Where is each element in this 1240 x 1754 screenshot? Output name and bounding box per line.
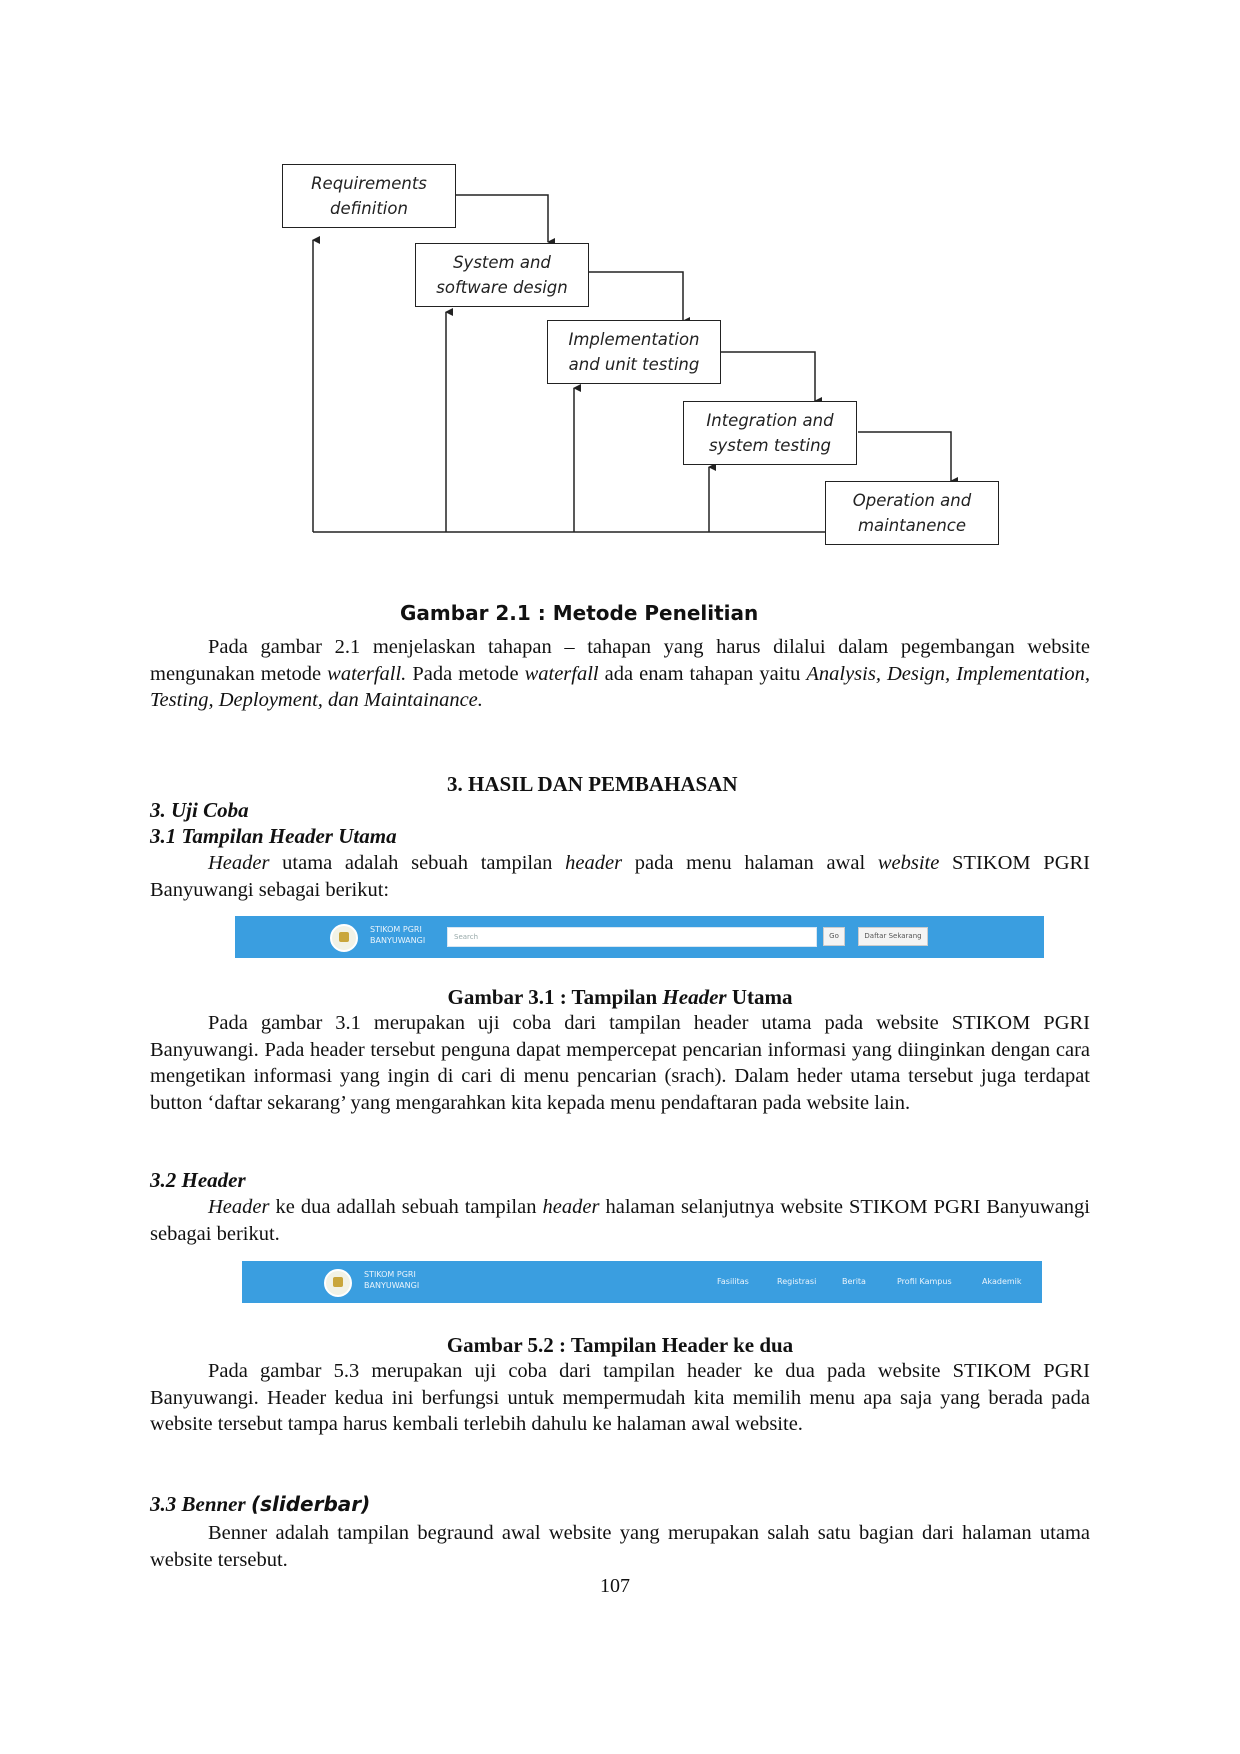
waterfall-step-integration: Integration and system testing [683,401,857,465]
figure-3-1-caption: Gambar 3.1 : Tampilan Header Utama [447,985,793,1009]
daftar-sekarang-button[interactable]: Daftar Sekarang [858,927,928,946]
nav-fasilitas[interactable]: Fasilitas [717,1277,749,1286]
subsection-header: 3.2 Header [150,1168,246,1192]
page-number: 107 [600,1575,630,1597]
figure-2-1-caption: Gambar 2.1 : Metode Penelitian [400,601,759,625]
paragraph-header-utama: Pada gambar 3.1 merupakan uji coba dari … [150,1012,1090,1114]
step-label: System and software design [436,253,568,297]
step-label: Implementation and unit testing [568,330,700,374]
header-kedua-screenshot: STIKOM PGRI BANYUWANGI Fasilitas Registr… [242,1261,1042,1303]
paragraph-benner: Benner adalah tampilan begraund awal web… [150,1522,1090,1571]
brand-name: STIKOM PGRI BANYUWANGI [370,925,426,945]
waterfall-step-implementation: Implementation and unit testing [547,320,721,384]
waterfall-step-requirements: Requirements definition [282,164,456,228]
paragraph-header-kedua-intro: Header ke dua adallah sebuah tampilan he… [150,1196,1090,1245]
step-label: Requirements definition [311,174,427,218]
nav-profil-kampus[interactable]: Profil Kampus [897,1277,952,1286]
subsection-header-utama: 3.1 Tampilan Header Utama [150,824,397,848]
logo-icon [330,924,358,952]
paragraph-header-kedua: Pada gambar 5.3 merupakan uji coba dari … [150,1360,1090,1435]
step-label: Operation and maintanence [852,491,972,535]
waterfall-step-operation: Operation and maintanence [825,481,999,545]
figure-5-2-caption: Gambar 5.2 : Tampilan Header ke dua [446,1333,794,1357]
go-button[interactable]: Go [823,927,845,946]
step-label: Integration and system testing [706,411,834,455]
nav-berita[interactable]: Berita [842,1277,866,1286]
waterfall-connectors [312,194,958,533]
section-title: 3. HASIL DAN PEMBAHASAN [447,772,738,796]
paragraph-header-utama-intro: Header utama adalah sebuah tampilan head… [150,852,1090,901]
logo-icon [324,1269,352,1297]
subsection-benner: 3.3 Benner (sliderbar) [150,1492,371,1516]
nav-akademik[interactable]: Akademik [982,1277,1022,1286]
header-utama-screenshot: STIKOM PGRI BANYUWANGI Search Go Daftar … [235,916,1044,958]
brand-name: STIKOM PGRI BANYUWANGI [364,1270,420,1290]
paragraph-waterfall: Pada gambar 2.1 menjelaskan tahapan – ta… [150,636,1090,711]
nav-registrasi[interactable]: Registrasi [777,1277,817,1286]
waterfall-step-design: System and software design [415,243,589,307]
subsection-uji-coba: 3. Uji Coba [150,798,249,822]
search-input[interactable]: Search [447,927,817,947]
